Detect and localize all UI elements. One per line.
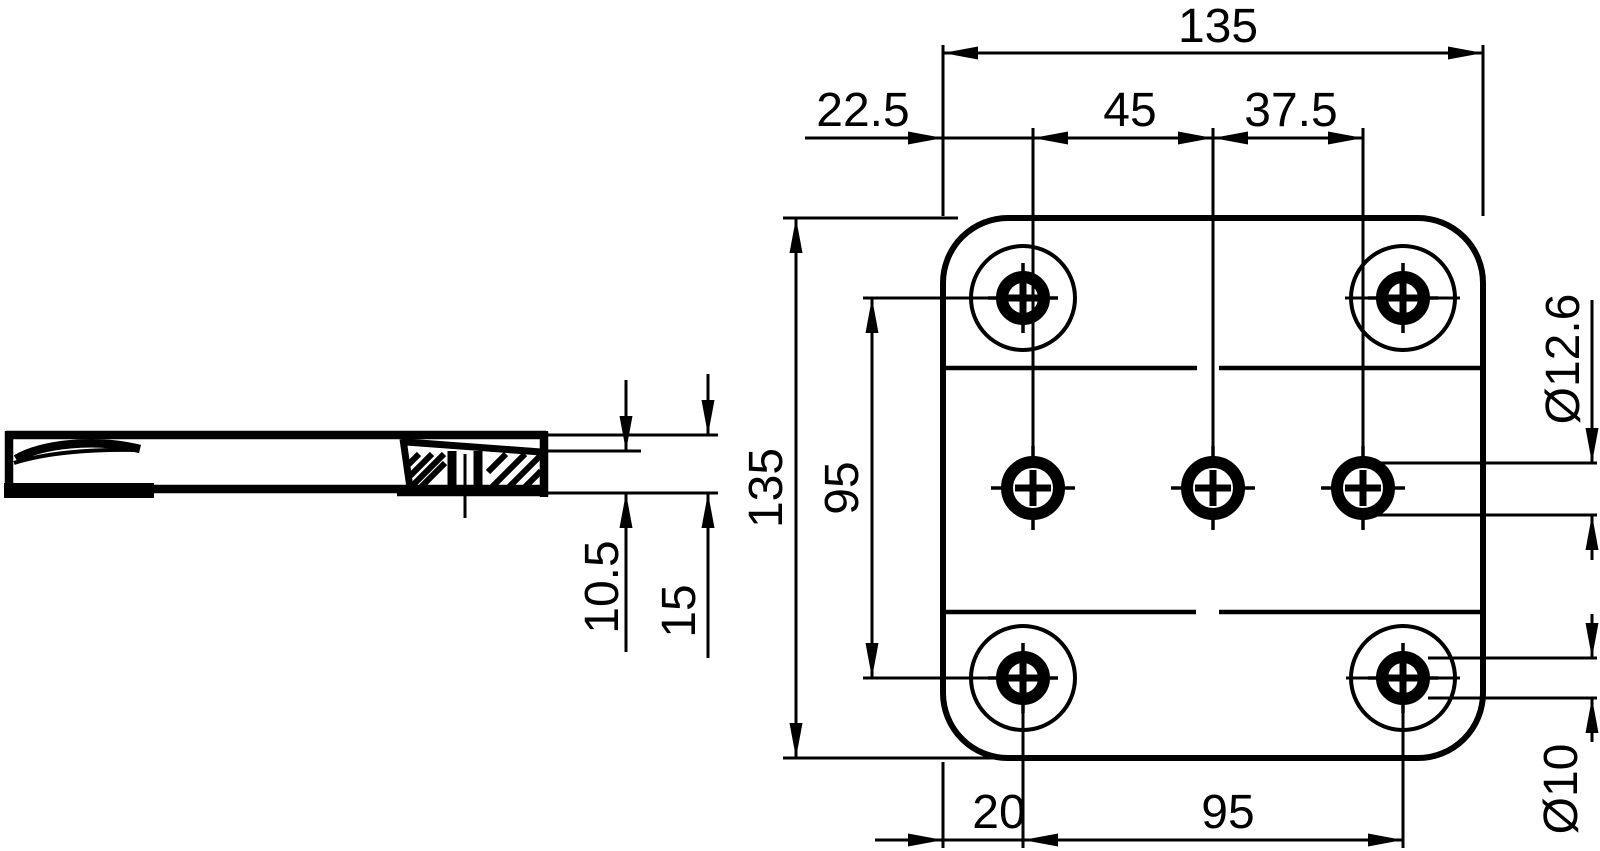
dim-label-135-left: 135 — [740, 448, 793, 528]
dim-label-135-top: 135 — [1178, 0, 1258, 53]
dim-label-45: 45 — [1103, 84, 1156, 137]
dim-10-5: 10.5 — [576, 380, 633, 652]
counterbore-floor-slant — [405, 438, 542, 456]
dim-label-20: 20 — [972, 786, 1025, 839]
recess-ramp-curve-lower — [13, 447, 139, 465]
dim-15: 15 — [653, 374, 715, 658]
side-section-view — [4, 430, 718, 518]
dim-overall-width-135: 135 — [941, 0, 1485, 216]
dim-label-95-left: 95 — [816, 461, 869, 514]
dim-label-10-5: 10.5 — [576, 540, 629, 633]
dim-label-dia-12-6: Ø12.6 — [1537, 294, 1590, 425]
hole-mid-right — [1321, 446, 1405, 530]
hatch-left — [404, 451, 448, 491]
dim-bottom-hole-positions: 20 95 — [875, 762, 1403, 848]
recess-ramp-curve-upper — [13, 439, 142, 463]
dim-label-dia-10: Ø10 — [1535, 744, 1588, 835]
dim-label-95-bottom: 95 — [1201, 786, 1254, 839]
dim-hole-offsets-top: 22.5 45 37.5 — [805, 84, 1363, 145]
dim-mid-hole-diameter: Ø12.6 — [1368, 294, 1599, 560]
dim-label-15: 15 — [653, 584, 706, 637]
dim-corner-hole-diameter: Ø10 — [1428, 614, 1599, 834]
dim-label-22-5: 22.5 — [816, 84, 909, 137]
hatch-right — [485, 451, 544, 491]
hole-mid-left — [991, 446, 1075, 530]
side-foot-pad — [4, 483, 154, 498]
hole-section-block — [399, 438, 544, 518]
front-view — [863, 128, 1486, 848]
dim-overall-height-135: 135 — [740, 216, 1008, 760]
dim-vertical-hole-spacing-95: 95 — [816, 298, 879, 678]
hole-mid-center — [1171, 446, 1255, 530]
dim-label-37-5: 37.5 — [1244, 84, 1337, 137]
